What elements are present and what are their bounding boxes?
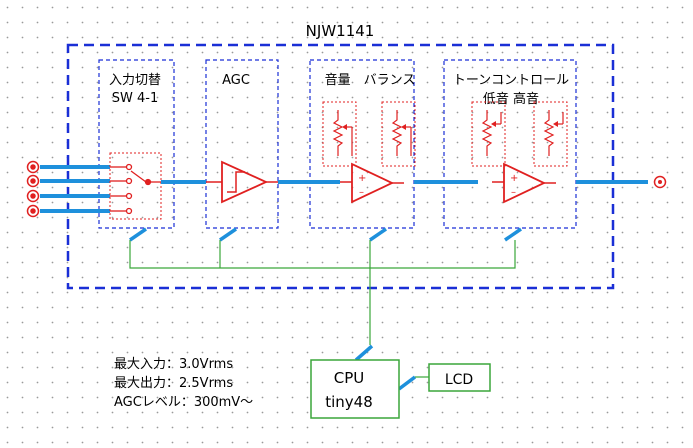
bass-potentiometer-icon <box>471 101 506 167</box>
svg-text:+: + <box>358 173 366 184</box>
cpu-model: tiny48 <box>325 393 373 411</box>
tone-control-label: トーンコントロール <box>453 73 569 88</box>
spec-max-output: 最大出力：2.5Vrms <box>114 376 233 391</box>
spec-max-input: 最大入力：3.0Vrms <box>114 357 233 372</box>
input-select-label: 入力切替 <box>109 73 161 88</box>
input-select-block <box>98 59 175 229</box>
spec-agc-level: AGCレベル：300mV～ <box>114 395 253 410</box>
lcd-box <box>428 363 491 392</box>
cpu-label: CPU <box>334 369 365 387</box>
lcd-label: LCD <box>445 372 473 388</box>
input-select-sublabel: SW 4-1 <box>112 91 158 106</box>
cpu-box <box>310 359 400 419</box>
control-connectors <box>129 227 522 391</box>
chip-outline <box>66 43 615 290</box>
agc-label: AGC <box>222 73 250 88</box>
volume-amplifier-icon: + – <box>340 162 404 204</box>
svg-text:+: + <box>510 173 518 184</box>
input-terminals <box>26 160 110 218</box>
volume-potentiometer-icon <box>322 101 357 167</box>
tone-control-sublabel: 低音 高音 <box>483 91 539 107</box>
balance-potentiometer-icon <box>381 101 416 167</box>
output-terminal-icon <box>653 175 667 189</box>
selector-switch-icon <box>109 152 162 220</box>
chip-name: NJW1141 <box>306 22 375 40</box>
tone-control-block <box>443 59 577 229</box>
agc-amplifier-icon <box>206 160 278 204</box>
volume-balance-label: 音量 バランス <box>325 72 416 88</box>
treble-potentiometer-icon <box>533 101 568 167</box>
tone-amplifier-icon: + – <box>492 162 556 204</box>
svg-text:–: – <box>511 187 516 198</box>
agc-block <box>205 59 279 229</box>
svg-text:–: – <box>359 187 364 198</box>
volume-balance-block <box>309 59 415 229</box>
control-bus <box>129 240 516 345</box>
